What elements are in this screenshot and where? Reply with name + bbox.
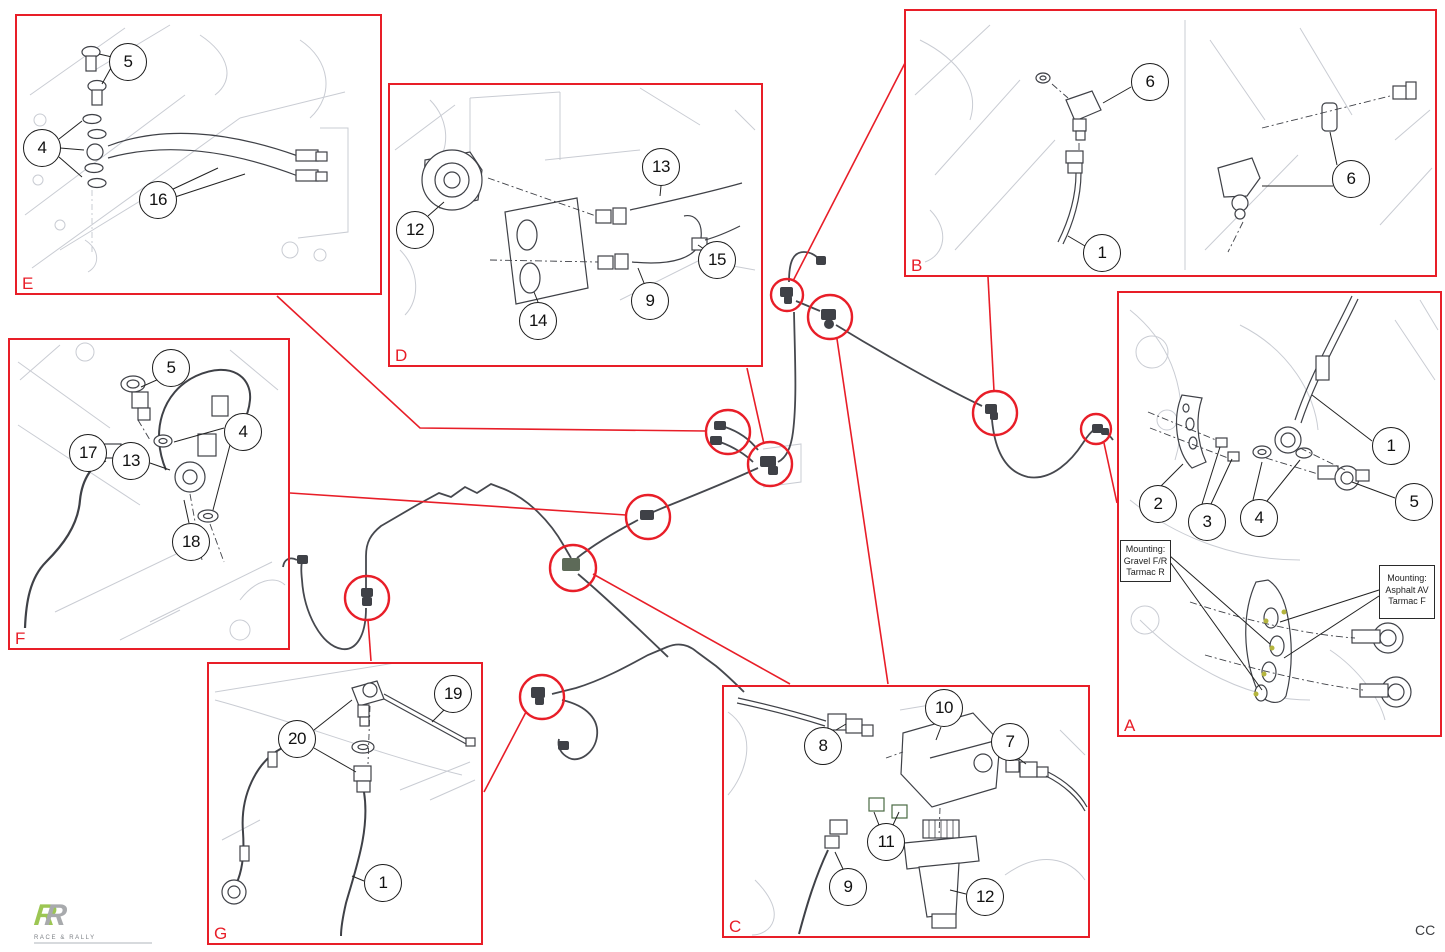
brand-logo-tagline: RACE & RALLY: [34, 935, 96, 941]
mounting-note-gravel: Mounting: Gravel F/R Tarmac R: [1120, 540, 1171, 582]
brand-logo: RR RACE & RALLY: [32, 899, 174, 944]
callout-d-13: 13: [642, 148, 680, 186]
detail-e-parts: [81, 45, 328, 189]
callout-b-6b: 6: [1332, 160, 1370, 198]
detail-c-parts: [736, 697, 1088, 935]
callout-b-1: 1: [1083, 234, 1121, 272]
callout-a-1: 1: [1372, 427, 1410, 465]
page-code: CC: [1415, 922, 1436, 938]
detail-d-parts: [421, 149, 743, 305]
mounting-hole-markers: [1253, 609, 1287, 697]
callout-f-18: 18: [172, 523, 210, 561]
callout-a-4: 4: [1240, 499, 1278, 537]
detail-b-parts: [1035, 72, 1417, 253]
red-highlight-circles: [343, 277, 1113, 721]
callout-e-5: 5: [109, 43, 147, 81]
callout-f-5: 5: [152, 349, 190, 387]
callout-a-3: 3: [1188, 503, 1226, 541]
callout-c-9: 9: [829, 868, 867, 906]
callout-c-8: 8: [804, 727, 842, 765]
callout-c-12: 12: [966, 878, 1004, 916]
callout-c-10: 10: [925, 689, 963, 727]
callout-a-2: 2: [1139, 485, 1177, 523]
callout-c-11: 11: [867, 823, 905, 861]
callout-leaders: [58, 53, 1396, 895]
brand-logo-mark: RR: [32, 899, 69, 932]
detail-a-parts: [1147, 295, 1412, 708]
callout-d-9: 9: [631, 282, 669, 320]
callout-d-12: 12: [396, 211, 434, 249]
callout-f-17: 17: [69, 434, 107, 472]
callout-e-16: 16: [139, 181, 177, 219]
callout-f-4: 4: [224, 413, 262, 451]
main-harness-fittings: [297, 256, 1109, 750]
callout-d-15: 15: [698, 241, 736, 279]
callout-d-14: 14: [519, 302, 557, 340]
callout-g-19: 19: [434, 675, 472, 713]
callout-c-7: 7: [991, 723, 1029, 761]
callout-a-5: 5: [1395, 483, 1433, 521]
callout-b-6a: 6: [1131, 63, 1169, 101]
callout-f-13: 13: [112, 442, 150, 480]
mounting-note-asphalt: Mounting: Asphalt AV Tarmac F: [1379, 565, 1435, 619]
callout-g-1: 1: [364, 864, 402, 902]
chassis-sketch: [17, 20, 1439, 936]
callout-e-4: 4: [23, 129, 61, 167]
red-reference-leaders: [276, 62, 1118, 793]
main-harness-lines: [282, 251, 1114, 761]
callout-g-20: 20: [278, 720, 316, 758]
detail-g-parts: [221, 680, 476, 937]
brand-logo-underline: [34, 942, 152, 944]
